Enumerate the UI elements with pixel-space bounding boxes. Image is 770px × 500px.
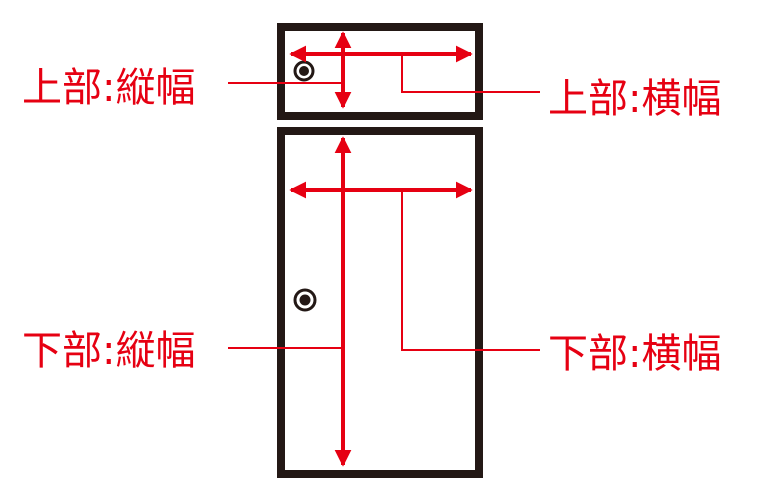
lower-knob-icon: [293, 288, 317, 312]
label-upper-height: 上部:縦幅: [22, 65, 196, 111]
upper-panel-frame: [277, 23, 483, 120]
lower-panel-frame: [277, 127, 483, 478]
label-lower-height: 下部:縦幅: [22, 328, 196, 374]
upper-panel: [277, 23, 483, 120]
upper-width-leader: [401, 54, 540, 93]
label-lower-width: 下部:横幅: [548, 331, 722, 377]
lower-width-leader: [401, 190, 540, 351]
upper-knob-icon: [293, 60, 315, 82]
lower-panel: [277, 127, 483, 478]
label-upper-width: 上部:横幅: [548, 76, 722, 122]
